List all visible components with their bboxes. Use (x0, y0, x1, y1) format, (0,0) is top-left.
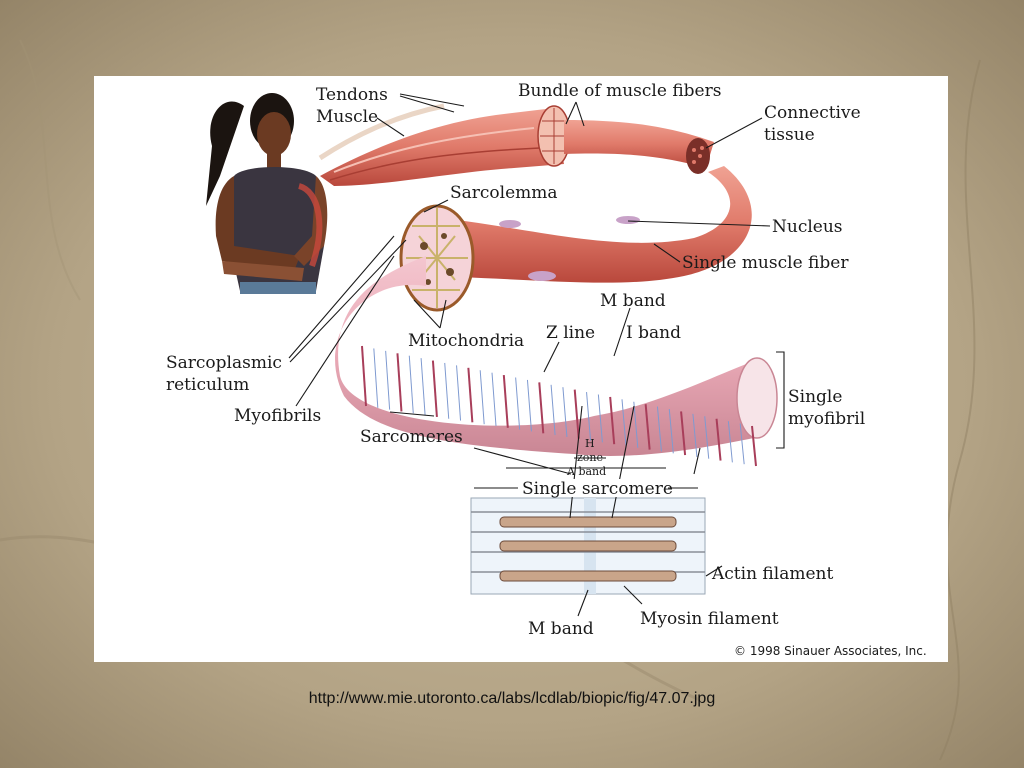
striation-line (668, 408, 674, 454)
striation-line (644, 404, 651, 450)
label-sarcolemma: Sarcolemma (450, 183, 558, 203)
striation-line (467, 367, 474, 423)
label-sarcoplasmic: Sarcoplasmic (166, 353, 282, 373)
label-myosin-filament: Myosin filament (640, 609, 779, 629)
striation-line (502, 375, 509, 428)
striation-line (550, 384, 556, 436)
label-single-muscle-fiber: Single muscle fiber (682, 253, 849, 273)
myosin-filament-bar (499, 516, 677, 528)
striation-line (526, 379, 532, 432)
label-z-line: Z line (546, 323, 595, 343)
striation-line (680, 411, 687, 456)
label-sarcomeres: Sarcomeres (360, 427, 463, 447)
label-tendons: Tendons (316, 85, 388, 105)
striation-line (739, 423, 745, 465)
copyright-notice: © 1998 Sinauer Associates, Inc. (734, 644, 927, 658)
label-m-band-bottom: M band (528, 619, 594, 639)
striation-line (621, 399, 627, 447)
striation-line (444, 362, 450, 419)
striation-line (586, 392, 592, 441)
label-m-band-top: M band (600, 291, 666, 311)
diagram-panel: Tendons Muscle Bundle of muscle fibers C… (94, 76, 948, 662)
striation-line (751, 425, 757, 467)
striation-line (420, 358, 426, 416)
label-tissue: tissue (764, 125, 815, 145)
striation-line (408, 355, 414, 414)
muscle-bundle (318, 103, 714, 186)
striation-line (609, 396, 616, 445)
woman-figure (206, 93, 328, 294)
filament-rows (471, 511, 705, 582)
myosin-filament-bar (499, 540, 677, 552)
label-zone: zone (577, 451, 603, 464)
striation-line (597, 394, 603, 443)
striation-line (562, 387, 568, 437)
striation-line (692, 413, 698, 457)
label-actin-filament: Actin filament (711, 564, 833, 584)
striation-line (431, 360, 438, 417)
striation-line (704, 416, 710, 459)
single-myofibril (335, 256, 778, 456)
label-connective: Connective (764, 103, 861, 123)
label-nucleus: Nucleus (772, 217, 843, 237)
muscle-structure-diagram: Tendons Muscle Bundle of muscle fibers C… (166, 81, 927, 658)
striation-line (727, 421, 733, 463)
striation-line (361, 345, 367, 407)
label-a-band: A band (566, 465, 606, 478)
striation-line (456, 365, 462, 421)
striation-line (396, 353, 403, 412)
single-muscle-fiber (399, 166, 752, 312)
striation-line (491, 372, 497, 427)
striation-line (479, 370, 485, 425)
striation-line (633, 401, 639, 448)
striation-line (373, 348, 379, 408)
myofibril-striations (361, 345, 757, 467)
striation-line (538, 382, 545, 434)
striation-line (573, 389, 580, 439)
diagram-labels: Tendons Muscle Bundle of muscle fibers C… (166, 81, 927, 658)
label-single: Single (788, 387, 842, 407)
striation-line (515, 377, 521, 430)
label-myofibrils: Myofibrils (234, 406, 321, 426)
myosin-filament-bar (499, 570, 677, 582)
label-bundle-of-muscle-fibers: Bundle of muscle fibers (518, 81, 721, 101)
striation-line (715, 418, 722, 461)
label-h: H (585, 437, 595, 450)
label-muscle: Muscle (316, 107, 378, 127)
source-url[interactable]: http://www.mie.utoronto.ca/labs/lcdlab/b… (308, 690, 716, 707)
label-single-sarcomere: Single sarcomere (522, 479, 673, 499)
label-myofibril: myofibril (788, 409, 865, 429)
label-mitochondria: Mitochondria (408, 331, 524, 351)
label-i-band: I band (626, 323, 681, 343)
striation-line (385, 350, 391, 410)
label-reticulum: reticulum (166, 375, 249, 395)
striation-line (656, 406, 662, 452)
